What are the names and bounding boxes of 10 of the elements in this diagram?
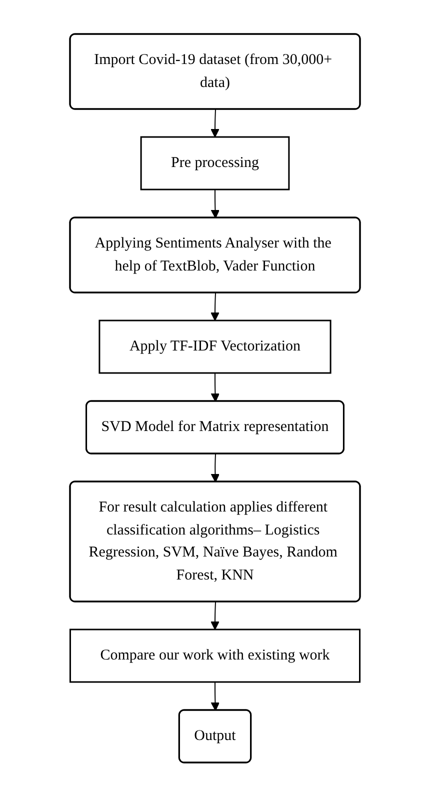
arrow bbox=[210, 188, 220, 218]
arrow bbox=[210, 292, 220, 321]
node-box: Pre processing bbox=[140, 136, 290, 190]
arrow bbox=[210, 601, 220, 630]
arrow bbox=[210, 453, 220, 482]
node-box: Compare our work with existing work bbox=[69, 628, 361, 682]
arrow bbox=[210, 108, 220, 138]
arrow bbox=[210, 681, 220, 711]
arrow bbox=[210, 372, 220, 402]
node-box: Apply TF-IDF Vectorization bbox=[98, 320, 332, 374]
